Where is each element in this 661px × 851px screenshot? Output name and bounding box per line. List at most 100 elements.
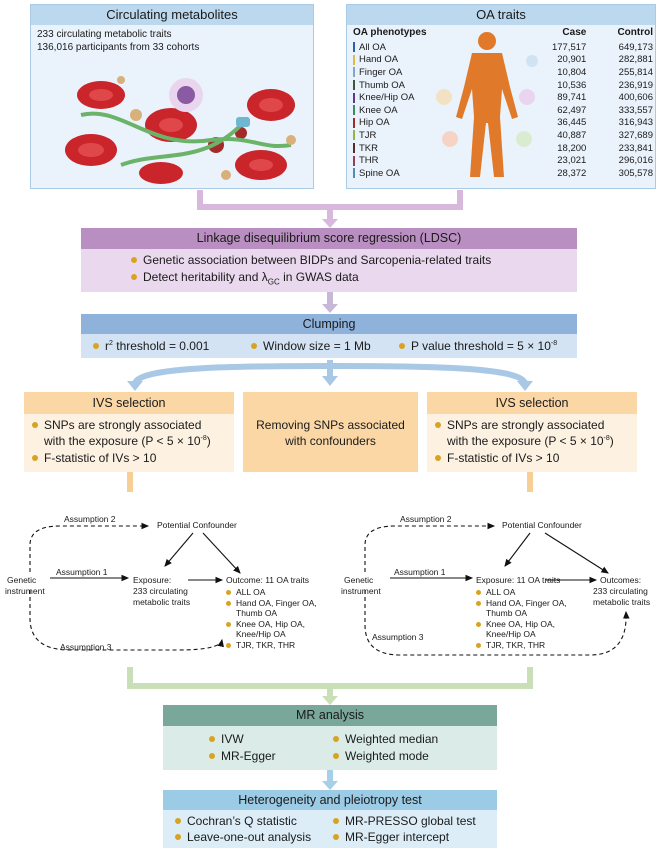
ivs-right-b1b-sup: -8 [603,435,610,442]
clumping-item-1-post: threshold = 0.001 [112,339,210,353]
oa-phenotype-name: All OA [359,41,386,53]
phenotype-color-bar [353,92,355,103]
forward-outcome-title: Outcome: 11 OA traits [226,575,309,585]
bullet-icon [226,590,231,596]
oa-control-cell: 282,881 [618,54,653,66]
list-item-text: Knee/Hip OA [486,629,536,639]
phenotype-color-bar [353,117,355,128]
oa-control-cell: 296,016 [618,155,653,167]
ivs-right-b1b-pre: with the exposure (P < 5 × 10 [447,434,604,448]
ivs-left-b2: F-statistic of IVs > 10 [44,451,157,465]
oa-case-cell: 20,901 [557,54,587,66]
ivs-right-bullet-1: SNPs are strongly associated [435,418,604,432]
ldsc-bullet-2-sub: GC [267,277,280,287]
oa-traits-title: OA traits [347,5,655,25]
clumping-title: Clumping [81,314,577,334]
oa-phenotype-name: Knee/Hip OA [359,92,415,104]
reverse-outcome-3: metabolic traits [593,597,651,607]
bullet-icon [32,454,38,461]
mr-item-2: MR-Egger [209,749,276,763]
ivs-left-title: IVS selection [24,392,234,414]
het-item-2: Leave-one-out analysis [175,830,311,844]
oa-phenotype-name: Finger OA [359,66,403,78]
list-item: Knee OA, Hip OA, [226,619,317,630]
bullet-icon [435,421,441,428]
list-item: Knee/Hip OA [226,629,317,640]
circulating-line1: 233 circulating metabolic traits [37,29,172,40]
oa-phenotype-cell: TKR [353,142,520,155]
forward-confounder: Potential Confounder [157,520,237,530]
mr-item-4: Weighted mode [333,749,429,763]
col-control: Control [617,27,653,38]
circulating-metabolites-panel: Circulating metabolites 233 circulating … [30,4,314,189]
phenotype-color-bar [353,80,355,91]
bullet-icon [209,735,215,742]
forward-exposure-1: Exposure: [133,575,172,585]
blood-cells-illustration [65,76,296,184]
oa-phenotype-cell: Finger OA [353,66,520,79]
oa-phenotype-cell: Spine OA [353,167,520,180]
forward-exposure-2: 233 circulating [133,586,188,596]
mr-item-1: IVW [209,732,244,746]
oa-phenotype-name: Thumb OA [359,79,405,91]
reverse-confounder: Potential Confounder [502,520,582,530]
oa-case-cell: 18,200 [557,142,587,154]
oa-case-cell: 36,445 [557,117,587,129]
ivs-right-bullet-1b: with the exposure (P < 5 × 10-8) [447,434,614,448]
ldsc-bullet-2: Detect heritability and λGC in GWAS data [131,270,359,286]
clumping-panel: Clumping r2 threshold = 0.001 Window siz… [81,314,577,358]
bullet-icon [209,752,215,759]
mr-item-3-text: Weighted median [345,732,439,746]
oa-case-cell: 62,497 [557,104,587,116]
reverse-diagram-lines [364,522,630,656]
het-item-4-text: MR-Egger intercept [345,830,450,844]
het-item-4: MR-Egger intercept [333,830,449,844]
mr-item-3: Weighted median [333,732,438,746]
list-item-text: Hand OA, Finger OA, [486,597,567,608]
list-item-text: TJR, TKR, THR [486,639,546,650]
bullet-icon [175,833,181,840]
oa-phenotype-name: Hip OA [359,117,390,129]
bullet-icon [226,621,231,627]
mr-item-2-text: MR-Egger [221,749,276,763]
oa-phenotype-cell: Hip OA [353,117,520,130]
circulating-title: Circulating metabolites [31,5,313,25]
mr-item-1-text: IVW [221,732,244,746]
ivs-left-panel: IVS selection SNPs are strongly associat… [24,392,234,472]
col-phenotype: OA phenotypes [353,27,427,38]
ivs-right-title: IVS selection [427,392,637,414]
bullet-icon [333,752,339,759]
mr-analysis-panel: MR analysis IVW MR-Egger Weighted median… [163,705,497,770]
phenotype-color-bar [353,42,355,53]
forward-diagram-lines [29,522,241,651]
bullet-icon [476,600,481,606]
oa-case-cell: 89,741 [557,92,587,104]
oa-control-cell: 305,578 [618,167,653,179]
reverse-outcome-1: Outcomes: [600,575,642,585]
oa-control-cell: 327,689 [618,129,653,141]
bullet-icon [333,735,339,742]
bullet-icon [333,833,339,840]
het-item-2-text: Leave-one-out analysis [187,830,312,844]
forward-genetic-2: instrument [5,586,45,596]
het-item-1: Cochran’s Q statistic [175,814,297,828]
oa-phenotype-name: TKR [359,142,378,154]
oa-phenotype-cell: All OA [353,41,520,54]
phenotype-color-bar [353,130,355,141]
clumping-item-3-sup: -8 [550,340,558,347]
oa-control-cell: 233,841 [618,142,653,154]
removing-line-2: with confounders [285,434,376,448]
bullet-icon [226,600,231,606]
bullet-icon [476,621,481,627]
ldsc-bullet-1-text: Genetic association between BIDPs and Sa… [143,253,492,267]
oa-case-cell: 40,887 [557,129,587,141]
list-item-text: Hand OA, Finger OA, [236,597,317,608]
ivs-right-b1b-post: ) [609,434,614,448]
